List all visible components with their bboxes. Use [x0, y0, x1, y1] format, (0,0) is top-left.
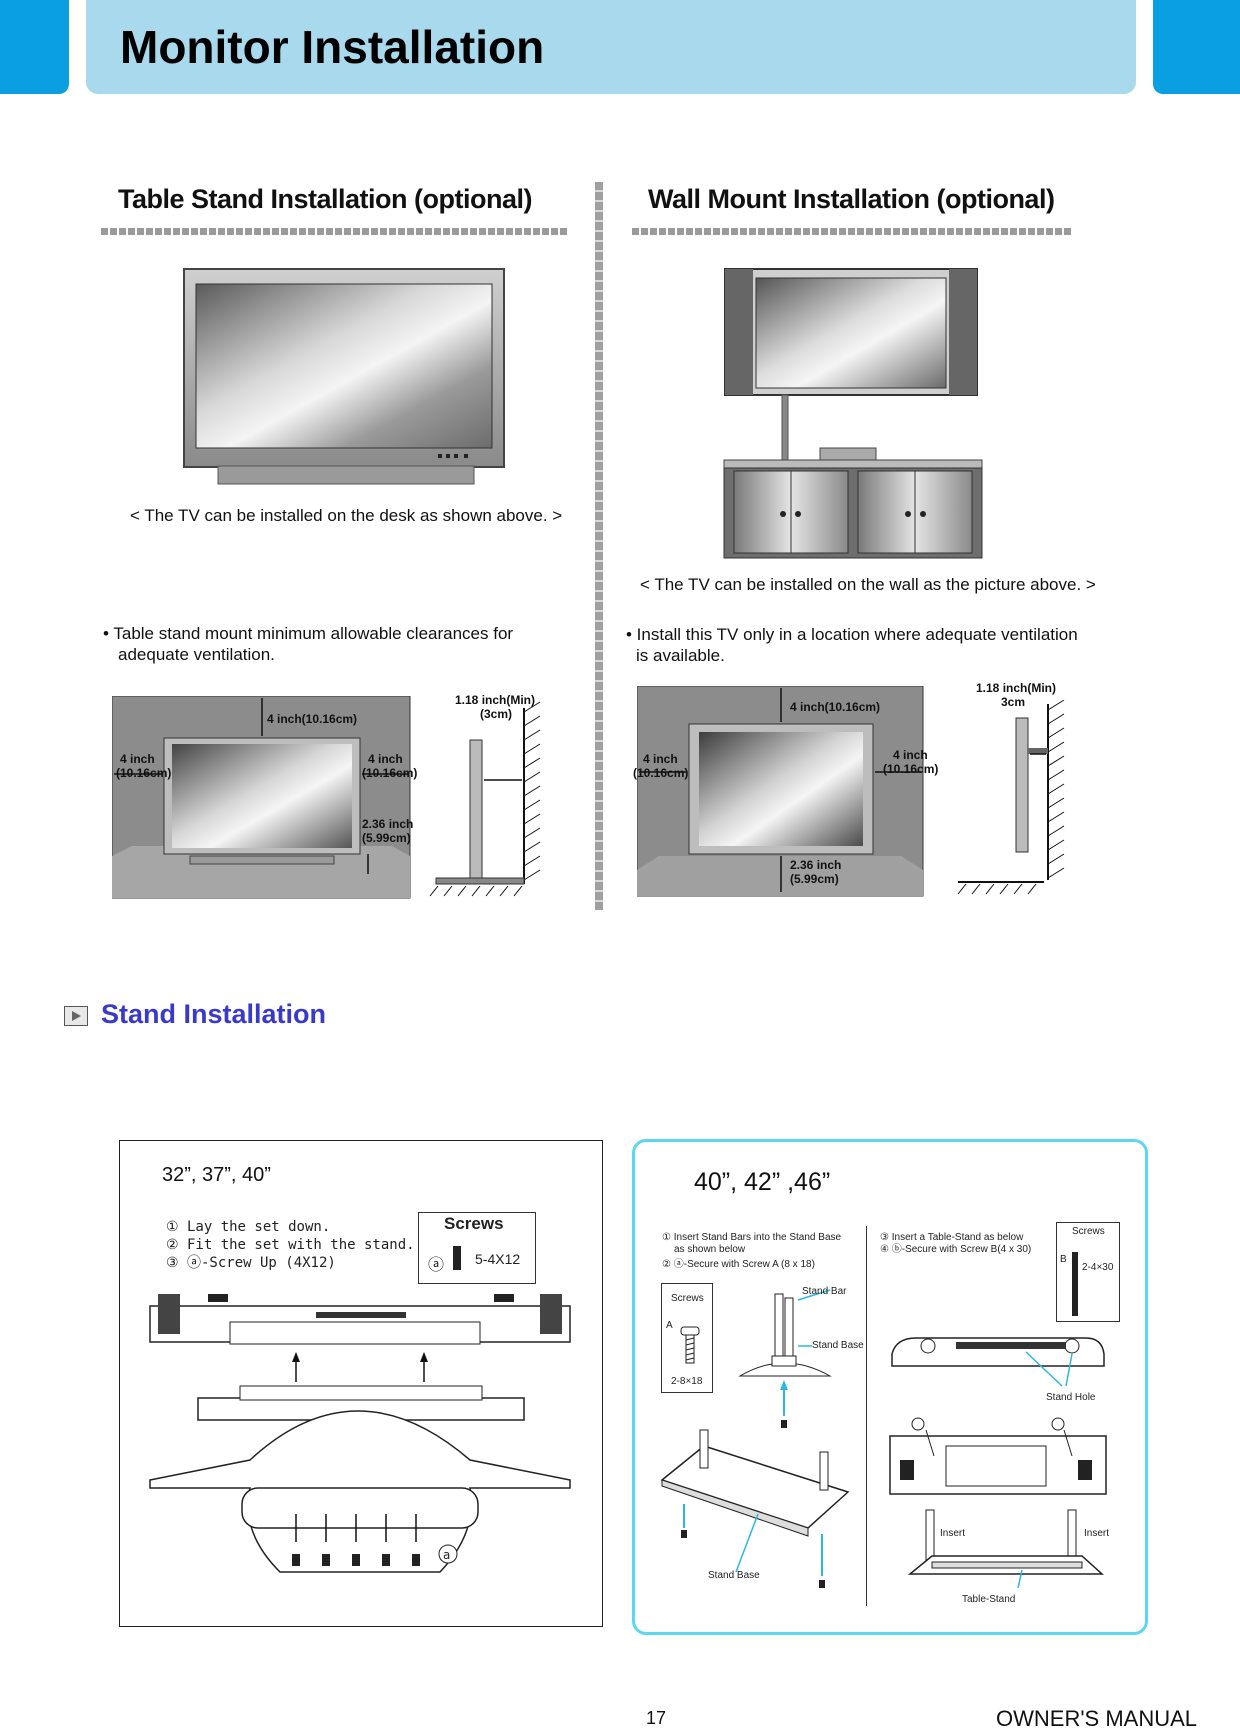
table-stand-divider	[101, 228, 569, 235]
stand-large-step-2: ② ⓐ-Secure with Screw A (8 x 18)	[662, 1259, 815, 1270]
table-left-gap-2: (10.16cm)	[116, 766, 172, 780]
stand-bar-illustration	[738, 1289, 832, 1428]
table-side-gap-1: 1.18 inch(Min)	[455, 693, 536, 707]
stand-small-step-3: ③ ⓐ-Screw Up (4X12)	[166, 1255, 336, 1271]
wall-top-gap: 4 inch(10.16cm)	[790, 700, 881, 714]
stand-base-label: Stand Base	[812, 1340, 864, 1351]
stand-large-step-1b: as shown below	[674, 1244, 746, 1255]
wall-mount-clearance-diagram	[637, 686, 924, 897]
table-right-gap: 4 inch(10.16cm)	[362, 752, 417, 780]
table-stand-clearance-diagram	[112, 696, 411, 899]
screws-box-small	[418, 1212, 536, 1284]
stand-large-step-1: ① Insert Stand Bars into the Stand Base	[662, 1232, 842, 1243]
wall-right-gap-2: (10.16cm)	[883, 762, 939, 776]
tv-bottom-illustration	[891, 1337, 1105, 1387]
wall-side-gap: 1.18 inch(Min)3cm	[976, 681, 1056, 709]
table-bottom-gap: 2.36 inch(5.99cm)	[362, 817, 413, 845]
play-arrow-icon	[64, 1006, 88, 1026]
stand-large-steps-b: ③ Insert a Table-Stand as below ④ ⓑ-Secu…	[880, 1232, 1031, 1256]
svg-text:a: a	[443, 1548, 450, 1562]
wall-mount-caption: < The TV can be installed on the wall as…	[640, 575, 1096, 594]
table-side-gap-2: (3cm)	[480, 707, 513, 721]
stand-large-sizes: 40”, 42” ,46”	[694, 1168, 831, 1196]
table-right-gap-1: 4 inch	[368, 752, 403, 766]
stand-small-steps: ① Lay the set down. ② Fit the set with t…	[166, 1218, 415, 1272]
table-top-gap: 4 inch(10.16cm)	[267, 712, 358, 726]
screw-spec-a: 2-8×18	[671, 1376, 703, 1387]
table-stand-tv-illustration	[183, 268, 505, 485]
table-stand-title: Table Stand Installation (optional)	[118, 184, 533, 214]
stand-small-step-1: ① Lay the set down.	[166, 1219, 331, 1235]
section-separator	[595, 182, 603, 910]
screw-spec-small: 5-4X12	[475, 1251, 521, 1267]
page-title: Monitor Installation	[120, 21, 545, 73]
table-right-gap-2: (10.16cm)	[362, 766, 418, 780]
stand-large-steps-a: ① Insert Stand Bars into the Stand Base …	[662, 1232, 841, 1271]
table-side-gap: 1.18 inch(Min)(3cm)	[455, 693, 535, 721]
tv-back-illustration	[889, 1417, 1107, 1495]
screws-title-b: Screws	[1072, 1226, 1105, 1237]
table-stand-label: Table-Stand	[962, 1594, 1016, 1605]
wall-side-gap-1: 1.18 inch(Min)	[976, 681, 1057, 695]
wall-right-gap: 4 inch(10.16cm)	[883, 748, 938, 776]
screw-b-icon	[1072, 1252, 1078, 1316]
wall-mount-note-line2: is available.	[636, 646, 725, 665]
header-bar	[86, 0, 1136, 94]
wall-mount-side-view	[957, 700, 1065, 895]
manual-label: OWNER'S MANUAL	[996, 1706, 1197, 1731]
wall-right-gap-1: 4 inch	[893, 748, 928, 762]
stand-large-panel	[632, 1139, 1148, 1635]
wall-mount-note: • Install this TV only in a location whe…	[626, 624, 1078, 666]
screws-box-a	[661, 1283, 713, 1393]
screw-letter-a: A	[666, 1320, 673, 1331]
stand-small-sizes: 32”, 37”, 40”	[162, 1164, 271, 1186]
table-stand-caption: < The TV can be installed on the desk as…	[130, 506, 563, 525]
screw-a-icon	[680, 1326, 700, 1364]
page-number: 17	[646, 1708, 667, 1728]
header-right-tab	[1153, 0, 1240, 94]
stand-large-step-4: ④ ⓑ-Secure with Screw B(4 x 30)	[880, 1244, 1032, 1255]
table-bottom-gap-2: (5.99cm)	[362, 831, 411, 845]
stand-small-step-2: ② Fit the set with the stand.	[166, 1237, 415, 1253]
wall-mount-title: Wall Mount Installation (optional)	[648, 184, 1055, 214]
screws-title-small: Screws	[444, 1214, 504, 1233]
stand-base-illustration	[660, 1429, 850, 1588]
wall-side-gap-2: 3cm	[1001, 695, 1026, 709]
stand-large-step-3: ③ Insert a Table-Stand as below	[880, 1232, 1024, 1243]
wall-left-gap: 4 inch(10.16cm)	[633, 752, 688, 780]
header-left-tab	[0, 0, 69, 94]
table-bottom-gap-1: 2.36 inch	[362, 817, 414, 831]
table-stand-side-view	[429, 701, 541, 897]
table-stand-note: • Table stand mount minimum allowable cl…	[103, 623, 513, 665]
screw-spec-b: 2-4×30	[1082, 1262, 1114, 1273]
wall-bottom-gap-1: 2.36 inch	[790, 858, 842, 872]
screws-title-a: Screws	[671, 1293, 704, 1304]
stand-installation-title: Stand Installation	[101, 999, 327, 1029]
screw-letter-b: B	[1060, 1254, 1067, 1265]
table-stand-note-line1: • Table stand mount minimum allowable cl…	[103, 624, 514, 643]
table-left-gap: 4 inch(10.16cm)	[116, 752, 171, 780]
insert-right-label: Insert	[1084, 1528, 1110, 1539]
wall-left-gap-1: 4 inch	[643, 752, 678, 766]
wall-mount-tv-illustration	[723, 268, 983, 559]
table-stand-insert-illustration	[907, 1509, 1104, 1589]
insert-left-label: Insert	[940, 1528, 966, 1539]
wall-bottom-gap: 2.36 inch(5.99cm)	[790, 858, 841, 886]
wall-mount-note-line1: • Install this TV only in a location whe…	[626, 625, 1078, 644]
screws-box-b	[1056, 1222, 1120, 1322]
table-stand-note-line2: adequate ventilation.	[118, 645, 275, 664]
stand-hole-label: Stand Hole	[1046, 1392, 1096, 1403]
wall-left-gap-2: (10.16cm)	[633, 766, 689, 780]
table-left-gap-1: 4 inch	[120, 752, 155, 766]
stand-bar-label: Stand Bar	[802, 1286, 847, 1297]
stand-small-illustration: a	[149, 1294, 571, 1573]
screw-icon	[453, 1246, 461, 1270]
wall-bottom-gap-2: (5.99cm)	[790, 872, 839, 886]
wall-mount-divider	[632, 228, 1072, 235]
screw-mark-small: ⓐ	[428, 1257, 445, 1274]
stand-large-divider	[866, 1226, 867, 1606]
stand-base-label-2: Stand Base	[708, 1570, 760, 1581]
